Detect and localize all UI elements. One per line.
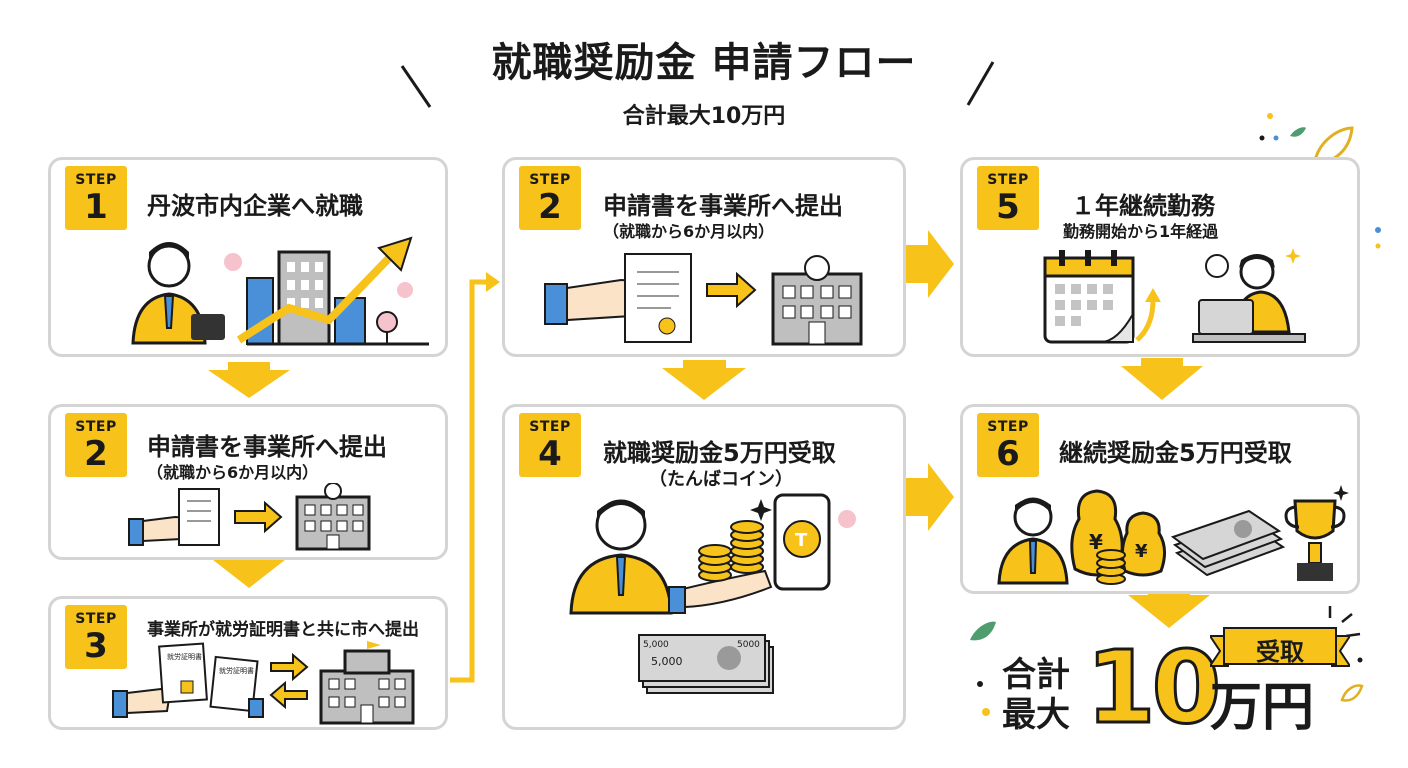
submit-document-illustration [128,483,371,551]
total-label-1: 合計 [1002,655,1070,695]
ribbon-label: 受取 [1256,638,1304,666]
step-1-card: STEP 1 丹波市内企業へ就職 [48,157,448,357]
step-4-title: 就職奨励金5万円受取 [603,439,836,467]
step-4-subtitle: （たんばコイン） [649,469,793,490]
step-2a-card: STEP 2 申請書を事業所へ提出 （就職から6か月以内） [48,404,448,560]
svg-text:就労証明書: 就労証明書 [219,666,254,675]
certificate-submit-illustration: 就労証明書 就労証明書 [112,641,415,725]
step-6-title: 継続奨励金5万円受取 [1059,439,1292,467]
ribbon-banner [1210,627,1350,667]
step-6-card: STEP 6 継続奨励金5万円受取 ¥ ¥ [960,404,1360,594]
connector-line [450,279,488,683]
total-unit: 万円 [1210,678,1315,738]
reward-illustration: ¥ ¥ [997,485,1349,585]
banknotes-illustration: 5,000 5000 5,000 [638,634,774,694]
svg-text:5000: 5000 [737,640,760,650]
down-arrow-1-2 [208,362,290,398]
right-arrow-c2-c3-top [906,230,954,298]
connector-arrowhead [486,272,500,292]
step-3-card: STEP 3 事業所が就労証明書と共に市へ提出 就労証明書 就労証明書 [48,596,448,730]
page-title: 就職奨励金 申請フロー [491,40,917,86]
step-4-card: STEP 4 就職奨励金5万円受取 （たんばコイン） T 5,000 5000 … [502,404,906,730]
down-arrow-c2 [662,360,746,400]
employee-city-illustration [131,236,429,346]
right-arrow-c2-c3-bottom [906,463,954,531]
step-5-badge: STEP 5 [977,166,1039,230]
step-2b-title: 申請書を事業所へ提出 [603,192,843,220]
svg-text:T: T [795,530,808,551]
svg-text:5,000: 5,000 [651,655,683,668]
svg-text:¥: ¥ [1135,541,1148,562]
step-3-badge: STEP 3 [65,605,127,669]
calendar-worker-illustration [1043,248,1306,344]
svg-text:¥: ¥ [1089,530,1103,554]
total-number: 10 [1084,629,1222,746]
step-2a-badge: STEP 2 [65,413,127,477]
svg-text:5,000: 5,000 [643,640,669,650]
step-1-title: 丹波市内企業へ就職 [147,192,363,220]
step-1-badge: STEP 1 [65,166,127,230]
step-6-badge: STEP 6 [977,413,1039,477]
coins-phone-illustration: T [569,493,856,615]
step-5-subtitle: 勤務開始から1年経過 [1063,222,1219,241]
step-4-badge: STEP 4 [519,413,581,477]
svg-text:就労証明書: 就労証明書 [167,652,202,661]
step-3-title: 事業所が就労証明書と共に市へ提出 [147,620,419,640]
down-arrow-c3 [1121,358,1203,400]
step-5-card: STEP 5 １年継続勤務 勤務開始から1年経過 [960,157,1360,357]
step-5-title: １年継続勤務 [1071,192,1215,220]
step-2a-subtitle: （就職から6か月以内） [147,463,319,482]
step-2b-card: STEP 2 申請書を事業所へ提出 （就職から6か月以内） [502,157,906,357]
step-2b-subtitle: （就職から6か月以内） [603,222,775,241]
total-label-2: 最大 [1002,695,1070,735]
total-summary: 合計 最大 10 受取 万円 [990,620,1390,760]
submit-document-illustration-large [544,253,863,346]
page-subtitle: 合計最大10万円 [622,104,786,129]
step-2a-title: 申請書を事業所へ提出 [147,433,387,461]
step-2b-badge: STEP 2 [519,166,581,230]
